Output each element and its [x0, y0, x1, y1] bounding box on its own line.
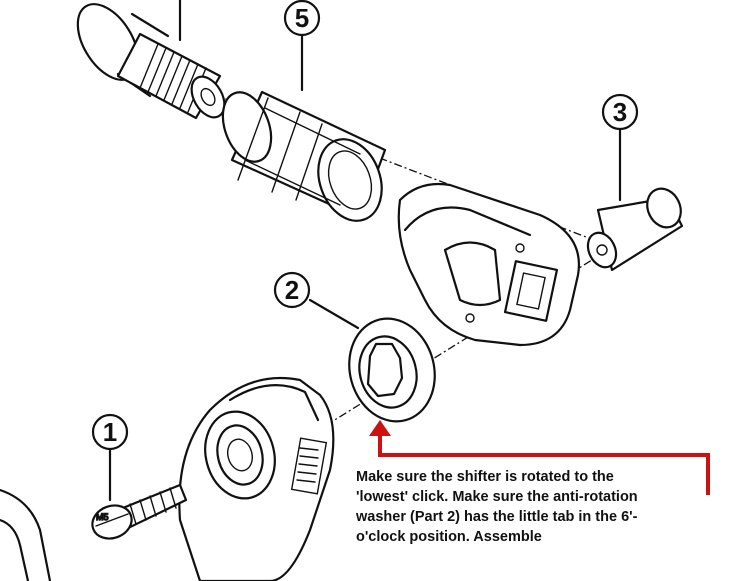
annotation-arrow: [369, 420, 710, 495]
screw-marking: M5: [96, 512, 109, 522]
shifter-housing-drawing: [397, 182, 580, 347]
callout-part-5: 5: [283, 0, 321, 37]
callout-label-5: 5: [295, 3, 309, 33]
callout-label-3: 3: [613, 97, 627, 127]
callout-label-2: 2: [285, 275, 299, 305]
callout-label-1: 1: [103, 417, 117, 447]
annotation-text: Make sure the shifter is rotated to the …: [356, 469, 638, 545]
washer-part-2-drawing: [308, 298, 436, 423]
callout-part-1: 1: [91, 413, 129, 451]
callout-part-3: 3: [601, 93, 639, 131]
pin-part-3-drawing: [586, 128, 684, 272]
long-bolt-drawing: [76, 0, 226, 120]
sleeve-part-5-drawing: [221, 28, 387, 222]
shifter-lever-drawing: [0, 376, 335, 581]
callout-part-2: 2: [273, 271, 311, 309]
screw-part-1-drawing: M5: [91, 446, 188, 540]
